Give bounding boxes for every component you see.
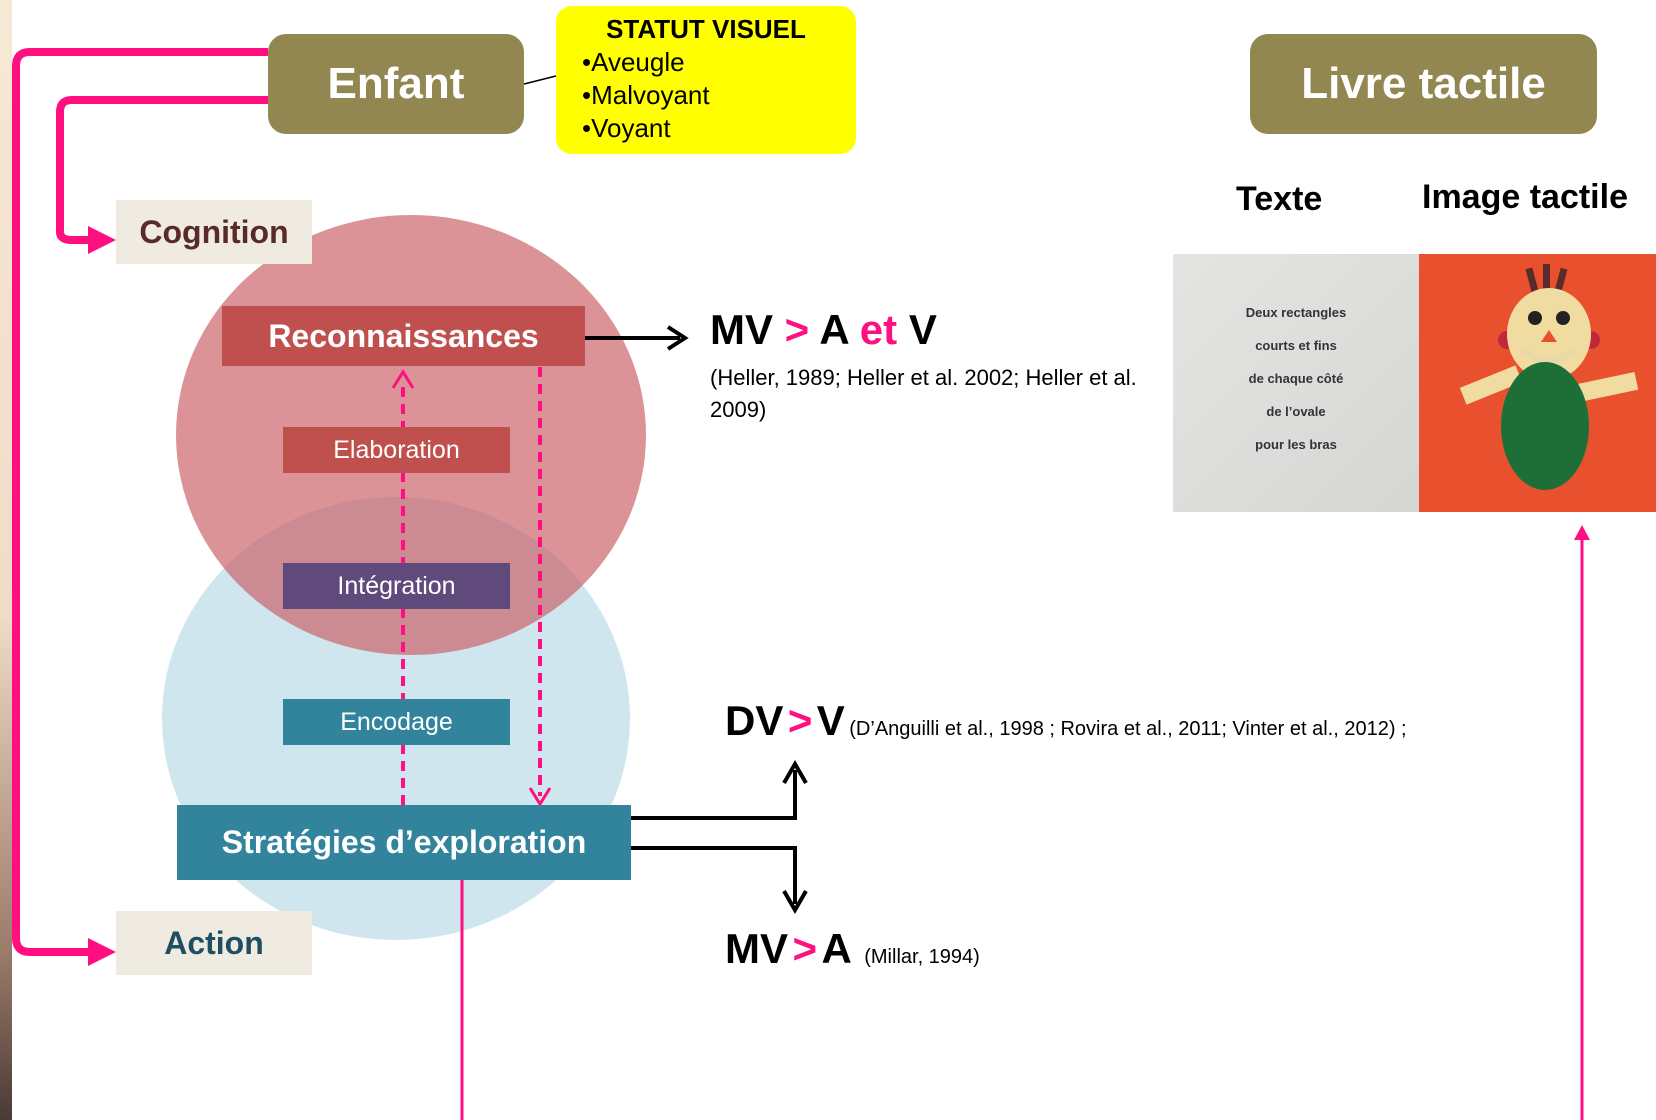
book-image-label: Image tactile: [1422, 178, 1628, 216]
result-et-label: et: [859, 306, 898, 353]
strategies-box: Stratégies d’exploration: [177, 805, 631, 880]
result-dv-v-label: V: [816, 697, 845, 744]
recognition-label: Reconnaissances: [268, 317, 539, 354]
book-text-page: [1173, 254, 1419, 512]
book-text-label: Texte: [1236, 180, 1323, 218]
result-dv-v-refs: (D’Anguilli et al., 1998 ; Rovira et al.…: [849, 718, 1407, 740]
cognition-arrowhead: [88, 226, 116, 254]
book-photo: Deux rectangles courts et fins de chaque…: [1173, 254, 1656, 512]
visual-status-item-low-vision: •Malvoyant: [582, 80, 710, 110]
book-title: Livre tactile: [1301, 59, 1546, 108]
result-dv-gt-symbol: >: [787, 697, 813, 744]
book-page-line-2: courts et fins: [1255, 338, 1337, 353]
book-title-box: Livre tactile: [1250, 34, 1597, 134]
action-label: Action: [116, 911, 312, 975]
visual-status-title: STATUT VISUEL: [606, 14, 806, 44]
result-mv-a-a-label: A: [821, 925, 852, 972]
visual-status-box: STATUT VISUEL •Aveugle •Malvoyant •Voyan…: [556, 6, 856, 154]
integration-box: Intégration: [283, 563, 510, 609]
child-title: Enfant: [327, 59, 465, 108]
result-gt-symbol: >: [784, 306, 810, 353]
statut-connector-line: [523, 75, 557, 85]
result-dv-v: DV > V (D’Anguilli et al., 1998 ; Rovira…: [725, 697, 1407, 745]
result-v-label: V: [908, 306, 937, 353]
recognition-box: Reconnaissances: [222, 306, 585, 366]
dashed-down-arrowhead: [528, 787, 552, 807]
enfant-to-action-arrow: [12, 48, 268, 956]
book-page-line-3: de chaque côté: [1248, 371, 1344, 386]
visual-status-item-sighted: •Voyant: [582, 113, 671, 143]
result-mv-label: MV: [710, 306, 773, 353]
result-a-label: A: [819, 306, 849, 353]
left-border-strip: [0, 0, 12, 1120]
result-dv-label: DV: [725, 697, 784, 744]
action-label-text: Action: [164, 924, 264, 961]
strategies-label: Stratégies d’exploration: [221, 824, 587, 860]
result-mv-a-v-refs: (Heller, 1989; Heller et al. 2002; Helle…: [710, 365, 1137, 422]
book-page-text: Deux rectangles courts et fins de chaque…: [1173, 296, 1419, 461]
strategies-to-dv-arrow: [628, 770, 797, 820]
result-mv-a-gt-symbol: >: [792, 925, 817, 972]
book-up-arrowhead: [1574, 525, 1590, 540]
integration-label: Intégration: [337, 571, 456, 600]
book-page-line-5: pour les bras: [1255, 437, 1337, 452]
cognition-label: Cognition: [116, 200, 312, 264]
result-mv-a: MV > A (Millar, 1994): [725, 925, 980, 973]
result-mv-a-refs: (Millar, 1994): [864, 946, 980, 968]
encoding-box: Encodage: [283, 699, 510, 745]
action-arrowhead: [88, 938, 116, 966]
child-box: Enfant: [268, 34, 524, 134]
elaboration-label: Elaboration: [333, 435, 460, 464]
dashed-up-arrowhead: [391, 369, 415, 389]
visual-status-item-blind: •Aveugle: [582, 47, 685, 77]
strategies-to-mv-arrow: [628, 846, 797, 904]
book-page-line-4: de l’ovale: [1266, 404, 1326, 419]
result-mv-a-v: MV > A et V: [710, 306, 937, 354]
result-mv-a-mv-label: MV: [725, 925, 788, 972]
book-page-line-1: Deux rectangles: [1245, 305, 1347, 320]
enfant-to-cognition-arrow: [56, 96, 268, 244]
elaboration-box: Elaboration: [283, 427, 510, 473]
cognition-label-text: Cognition: [139, 213, 289, 250]
encoding-label: Encodage: [340, 707, 453, 736]
tactile-figure-image: [1459, 264, 1639, 490]
